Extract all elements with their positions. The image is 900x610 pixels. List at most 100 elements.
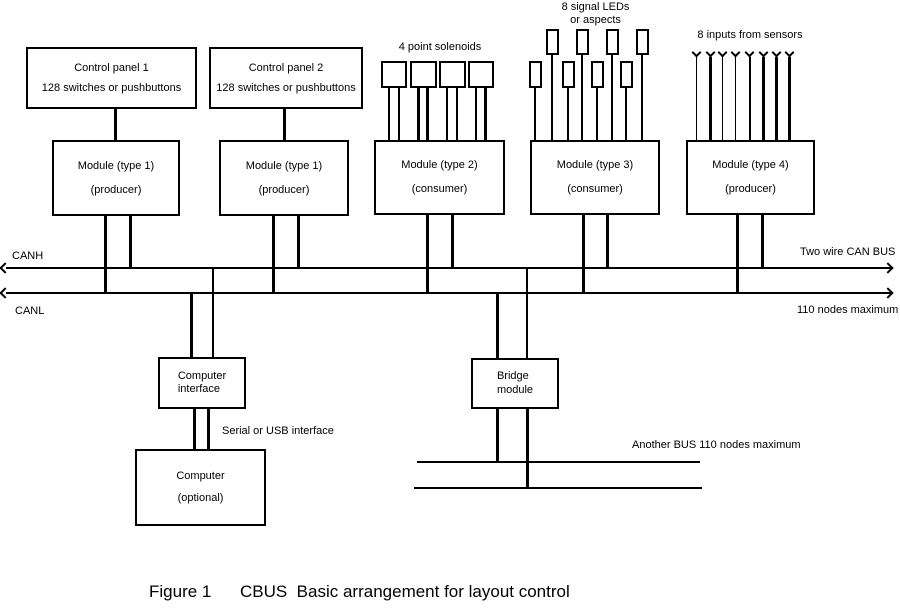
module-type2-box: Module (type 2) (consumer) bbox=[374, 140, 505, 215]
solenoids-label: 4 point solenoids bbox=[398, 41, 482, 53]
canl-bus-line bbox=[6, 292, 892, 294]
control-panel-2-title: Control panel 2 bbox=[248, 61, 324, 74]
arrow-left-icon bbox=[0, 287, 11, 299]
module-role: (producer) bbox=[258, 183, 310, 196]
computer-line1: Computer bbox=[176, 470, 225, 483]
wire-bridge-bus2a bbox=[496, 409, 499, 461]
arrow-down-icon bbox=[730, 47, 741, 58]
led-box bbox=[620, 61, 633, 88]
wire-interface-computer bbox=[207, 409, 210, 449]
figure-number: Figure 1 bbox=[149, 582, 212, 601]
led-box bbox=[576, 29, 589, 55]
module-label: Module (type 1) bbox=[245, 159, 323, 172]
arrow-left-icon bbox=[0, 262, 11, 274]
wire bbox=[388, 88, 390, 140]
wire bbox=[567, 88, 569, 140]
module-role: (producer) bbox=[725, 183, 776, 195]
module-label: Module (type 3) bbox=[556, 159, 634, 172]
wire bbox=[641, 55, 643, 140]
wire bbox=[426, 88, 429, 140]
sensor-wire bbox=[722, 57, 723, 140]
wire-bridge-bus2b bbox=[526, 409, 529, 487]
sensor-wire bbox=[788, 57, 791, 140]
module-role: (consumer) bbox=[411, 183, 468, 195]
wire bbox=[581, 55, 583, 140]
leds-label: 8 signal LEDs or aspects bbox=[543, 1, 648, 27]
led-box bbox=[591, 61, 604, 88]
wire bbox=[417, 88, 420, 140]
second-bus-line-2 bbox=[414, 487, 702, 489]
computer-interface-box: Computer interface bbox=[158, 357, 246, 409]
wire bbox=[596, 88, 598, 140]
led-box bbox=[546, 29, 559, 55]
wire bbox=[625, 88, 627, 140]
arrow-down-icon bbox=[691, 47, 702, 58]
wire bbox=[446, 88, 448, 140]
two-wire-can-bus-label: Two wire CAN BUS bbox=[800, 246, 896, 258]
module-role: (producer) bbox=[90, 183, 142, 196]
sensor-wire bbox=[749, 57, 751, 140]
arrow-down-icon bbox=[784, 47, 795, 58]
sensor-wire bbox=[696, 57, 697, 140]
module-label: Module (type 4) bbox=[712, 159, 789, 172]
arrow-down-icon bbox=[744, 47, 755, 58]
wire-module3-canh bbox=[451, 215, 454, 268]
wire-panel1-module1 bbox=[114, 109, 117, 140]
wire bbox=[398, 88, 400, 140]
wire bbox=[551, 55, 553, 140]
arrow-down-icon bbox=[758, 47, 769, 58]
wire bbox=[534, 88, 536, 140]
wire-bridge-canh bbox=[526, 268, 528, 358]
leds-label-line2: or aspects bbox=[570, 14, 621, 26]
control-panel-1-subtitle: 128 switches or pushbuttons bbox=[41, 81, 182, 94]
sensor-wire bbox=[775, 57, 778, 140]
solenoid-box bbox=[468, 61, 494, 88]
control-panel-1-title: Control panel 1 bbox=[74, 61, 149, 74]
led-box bbox=[562, 61, 575, 88]
bridge-module-line2: module bbox=[496, 383, 534, 396]
leds-label-line1: 8 signal LEDs bbox=[561, 1, 630, 13]
arrow-down-icon bbox=[717, 47, 728, 58]
wire bbox=[611, 55, 613, 140]
led-box bbox=[529, 61, 542, 88]
module-label: Module (type 1) bbox=[77, 159, 155, 172]
wire bbox=[475, 88, 477, 140]
arrow-down-icon bbox=[771, 47, 782, 58]
nodes-maximum-label: 110 nodes maximum bbox=[797, 304, 899, 316]
computer-line2: (optional) bbox=[177, 492, 224, 504]
wire bbox=[456, 88, 458, 140]
control-panel-2-subtitle: 128 switches or pushbuttons bbox=[216, 81, 356, 94]
second-bus-line-1 bbox=[417, 461, 700, 463]
figure-title: CBUS Basic arrangement for layout contro… bbox=[240, 582, 570, 601]
solenoid-box bbox=[410, 61, 437, 88]
module-role: (consumer) bbox=[567, 183, 623, 195]
module-label: Module (type 2) bbox=[401, 159, 478, 172]
canh-label: CANH bbox=[12, 250, 44, 262]
control-panel-2-box: Control panel 2 128 switches or pushbutt… bbox=[209, 47, 363, 109]
sensor-wire bbox=[762, 57, 765, 140]
serial-usb-label: Serial or USB interface bbox=[222, 425, 334, 437]
computer-interface-line1: Computer bbox=[177, 369, 227, 382]
sensor-wire bbox=[735, 57, 736, 140]
bridge-module-line1: Bridge bbox=[496, 370, 529, 383]
wire-interface-canl bbox=[190, 293, 193, 357]
wire-panel2-module2 bbox=[283, 109, 286, 140]
wire-interface-canh bbox=[212, 268, 214, 357]
arrow-right-icon bbox=[882, 262, 894, 274]
wire-module1-canh bbox=[129, 215, 132, 268]
wire-module1-canl bbox=[104, 215, 107, 293]
module-type1-a-box: Module (type 1) (producer) bbox=[52, 140, 180, 216]
canh-bus-line bbox=[6, 267, 892, 269]
control-panel-1-box: Control panel 1 128 switches or pushbutt… bbox=[26, 47, 197, 109]
wire-interface-computer bbox=[193, 409, 196, 449]
arrow-down-icon bbox=[705, 47, 716, 58]
sensors-label: 8 inputs from sensors bbox=[697, 29, 803, 41]
arrow-right-icon bbox=[882, 287, 894, 299]
computer-box: Computer (optional) bbox=[135, 449, 266, 526]
wire-module4-canl bbox=[582, 215, 585, 293]
wire-module2-canh bbox=[297, 215, 300, 268]
module-type3-box: Module (type 3) (consumer) bbox=[530, 140, 660, 215]
led-box bbox=[636, 29, 649, 55]
computer-interface-line2: interface bbox=[177, 383, 221, 395]
